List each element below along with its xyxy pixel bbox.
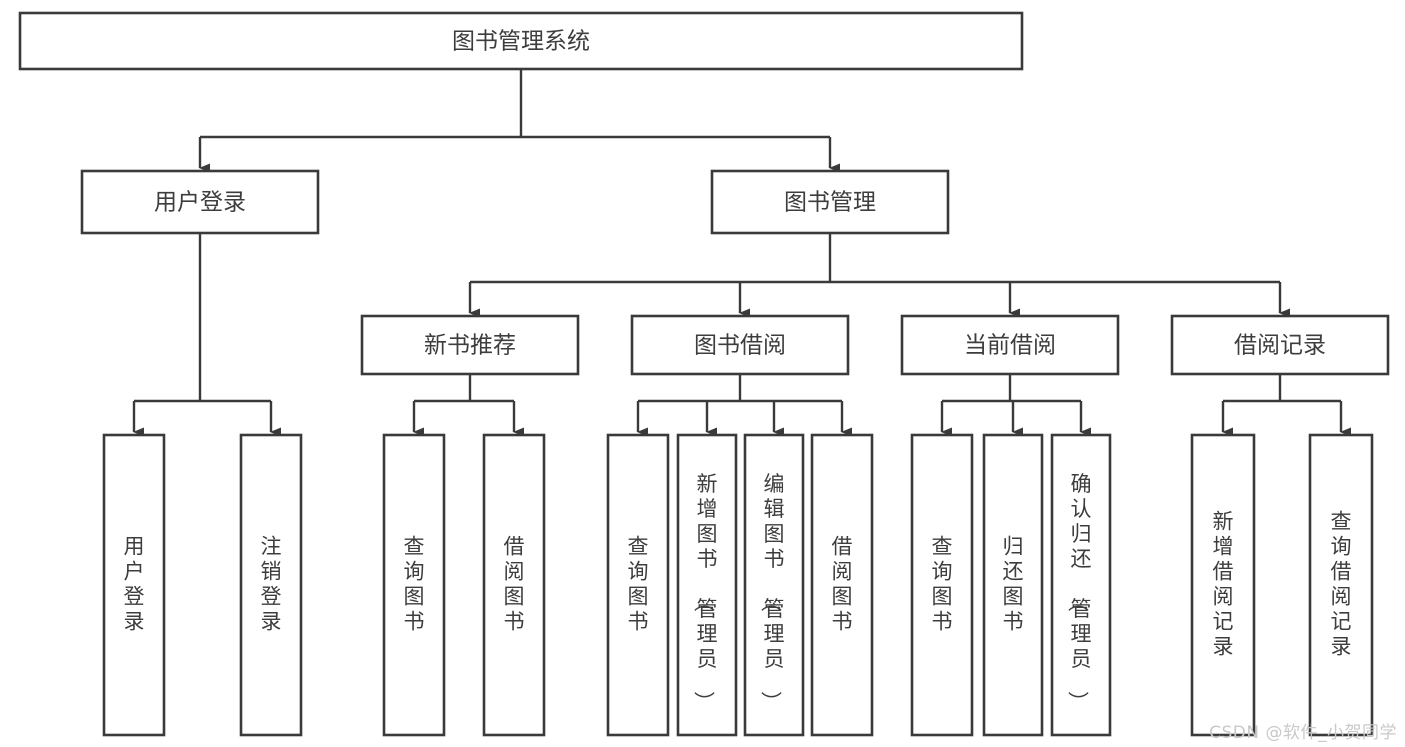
node-l-r-add[interactable]: 新增借阅记录 [1190, 433, 1256, 737]
node-borrow[interactable]: 图书借阅 [630, 314, 850, 376]
node-current[interactable]: 当前借阅 [900, 314, 1120, 376]
node-box [606, 433, 670, 737]
node-box [18, 11, 1024, 71]
node-label: 查询图书 [628, 535, 649, 634]
node-label: 图书借阅 [694, 333, 786, 359]
edge-layer [132, 69, 1351, 437]
node-label: 新增借阅记录 [1213, 510, 1234, 659]
node-l-r-query[interactable]: 查询借阅记录 [1308, 433, 1374, 737]
node-box [1050, 433, 1112, 737]
node-label: 确认归还（管理员） [1066, 472, 1092, 712]
node-records[interactable]: 借阅记录 [1170, 314, 1390, 376]
node-label: 借阅图书 [832, 535, 853, 634]
node-box [1308, 433, 1374, 737]
node-l-b-edit[interactable]: 编辑图书（管理员） [743, 433, 805, 737]
node-box [382, 433, 446, 737]
node-label: 新增图书（管理员） [692, 472, 718, 712]
node-bookmgmt[interactable]: 图书管理 [710, 169, 950, 235]
node-l-nb-query[interactable]: 查询图书 [382, 433, 446, 737]
node-box [743, 433, 805, 737]
node-box [1190, 433, 1256, 737]
node-label: 注销登录 [261, 535, 282, 634]
node-box [360, 314, 580, 376]
node-label: 查询图书 [932, 535, 953, 634]
node-newbook[interactable]: 新书推荐 [360, 314, 580, 376]
node-l-b-add[interactable]: 新增图书（管理员） [676, 433, 738, 737]
node-label: 借阅记录 [1234, 333, 1326, 359]
node-layer: 图书管理系统用户登录图书管理新书推荐图书借阅当前借阅借阅记录用户登录注销登录查询… [18, 11, 1390, 737]
node-label: 查询图书 [404, 535, 425, 634]
node-l-nb-borrow[interactable]: 借阅图书 [482, 433, 546, 737]
node-label: 用户登录 [124, 535, 145, 634]
node-box [982, 433, 1044, 737]
node-l-b-borrow[interactable]: 借阅图书 [810, 433, 874, 737]
node-label: 用户登录 [154, 190, 246, 216]
node-l-c-confirm[interactable]: 确认归还（管理员） [1050, 433, 1112, 737]
node-box [710, 169, 950, 235]
node-label: 图书管理 [784, 190, 876, 216]
node-l-c-query[interactable]: 查询图书 [910, 433, 974, 737]
node-box [810, 433, 874, 737]
node-box [102, 433, 166, 737]
node-box [1170, 314, 1390, 376]
node-box [900, 314, 1120, 376]
node-label: 借阅图书 [504, 535, 525, 634]
node-login[interactable]: 用户登录 [80, 169, 320, 235]
node-root[interactable]: 图书管理系统 [18, 11, 1024, 71]
node-label: 图书管理系统 [452, 29, 590, 55]
node-box [910, 433, 974, 737]
node-box [239, 433, 303, 737]
node-label: 编辑图书（管理员） [759, 472, 785, 712]
node-box [630, 314, 850, 376]
node-box [676, 433, 738, 737]
node-l-b-query[interactable]: 查询图书 [606, 433, 670, 737]
node-label: 归还图书 [1003, 535, 1024, 634]
node-label: 查询借阅记录 [1331, 510, 1352, 659]
node-label: 当前借阅 [964, 333, 1056, 359]
node-box [482, 433, 546, 737]
node-box [80, 169, 320, 235]
node-l-login[interactable]: 用户登录 [102, 433, 166, 737]
node-l-logout[interactable]: 注销登录 [239, 433, 303, 737]
node-l-c-return[interactable]: 归还图书 [982, 433, 1044, 737]
node-label: 新书推荐 [424, 333, 516, 359]
